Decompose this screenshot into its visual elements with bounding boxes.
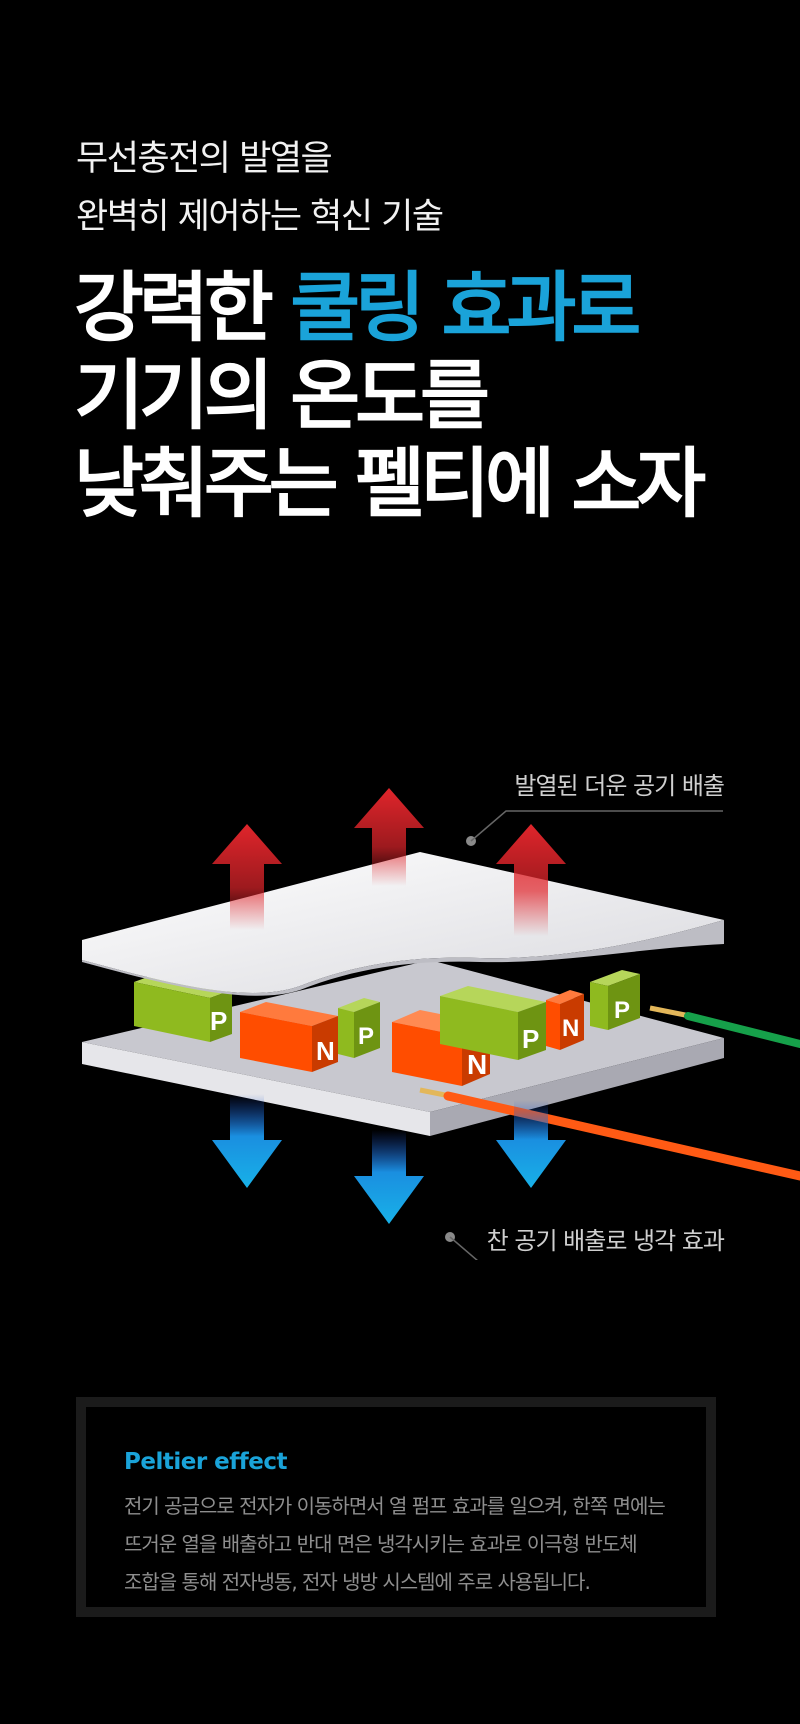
wire-orange xyxy=(419,1087,800,1181)
headline: 강력한 쿨링 효과로 기기의 온도를 낮춰주는 펠티에 소자 xyxy=(74,264,706,528)
cell-p-2: P xyxy=(338,998,380,1058)
cell-group: P N P N P xyxy=(134,970,640,1086)
cell-label: N xyxy=(467,1049,487,1080)
wire-green xyxy=(649,1005,800,1048)
info-line-1: 전기 공급으로 전자가 이동하면서 열 펌프 효과를 일으켜, 한쪽 면에는 xyxy=(124,1494,666,1518)
cell-label: N xyxy=(316,1036,335,1066)
peltier-diagram: P N P N P xyxy=(82,788,800,1260)
info-line-2: 뜨거운 열을 배출하고 반대 면은 냉각시키는 효과로 이극형 반도체 xyxy=(124,1532,638,1556)
leader-line-top xyxy=(466,810,723,846)
cell-label: P xyxy=(614,997,630,1024)
cell-p-3: P xyxy=(440,986,546,1060)
label-cold-air: 찬 공기 배출로 냉각 효과 xyxy=(486,1227,725,1255)
intro-line-1: 무선충전의 발열을 xyxy=(76,139,333,179)
leader-line-bottom xyxy=(445,1232,478,1260)
cell-n-3: N xyxy=(546,990,584,1050)
headline-line-1: 강력한 쿨링 효과로 xyxy=(74,264,701,352)
top-plate xyxy=(82,852,724,996)
headline-line-1-pre: 강력한 xyxy=(74,263,291,352)
hot-arrow-center xyxy=(354,788,424,886)
cold-arrow-left xyxy=(212,1094,282,1188)
intro-line-2: 완벽히 제어하는 혁신 기술 xyxy=(76,197,444,237)
label-hot-air: 발열된 더운 공기 배출 xyxy=(514,772,725,800)
info-title: Peltier effect xyxy=(124,1449,288,1475)
cell-label: P xyxy=(210,1006,227,1036)
cold-arrow-center xyxy=(354,1130,424,1224)
cell-label: P xyxy=(358,1023,374,1050)
headline-line-3: 낮춰주는 펠티에 소자 xyxy=(74,439,706,528)
cell-label: P xyxy=(522,1024,539,1054)
hot-arrow-right xyxy=(496,824,566,936)
cold-arrow-right xyxy=(496,1100,566,1188)
headline-line-2: 기기의 온도를 xyxy=(74,351,490,440)
cell-p-4: P xyxy=(590,970,640,1030)
headline-accent: 쿨링 효과로 xyxy=(290,263,641,352)
cell-label: N xyxy=(562,1015,579,1042)
info-line-3: 조합을 통해 전자냉동, 전자 냉방 시스템에 주로 사용됩니다. xyxy=(124,1570,591,1594)
info-box: Peltier effect 전기 공급으로 전자가 이동하면서 열 펌프 효과… xyxy=(76,1397,716,1617)
info-text: 전기 공급으로 전자가 이동하면서 열 펌프 효과를 일으켜, 한쪽 면에는 뜨… xyxy=(124,1487,704,1601)
hot-arrow-left xyxy=(212,824,282,930)
cell-n-1: N xyxy=(240,1002,338,1072)
intro-text: 무선충전의 발열을 완벽히 제어하는 혁신 기술 xyxy=(76,130,444,246)
